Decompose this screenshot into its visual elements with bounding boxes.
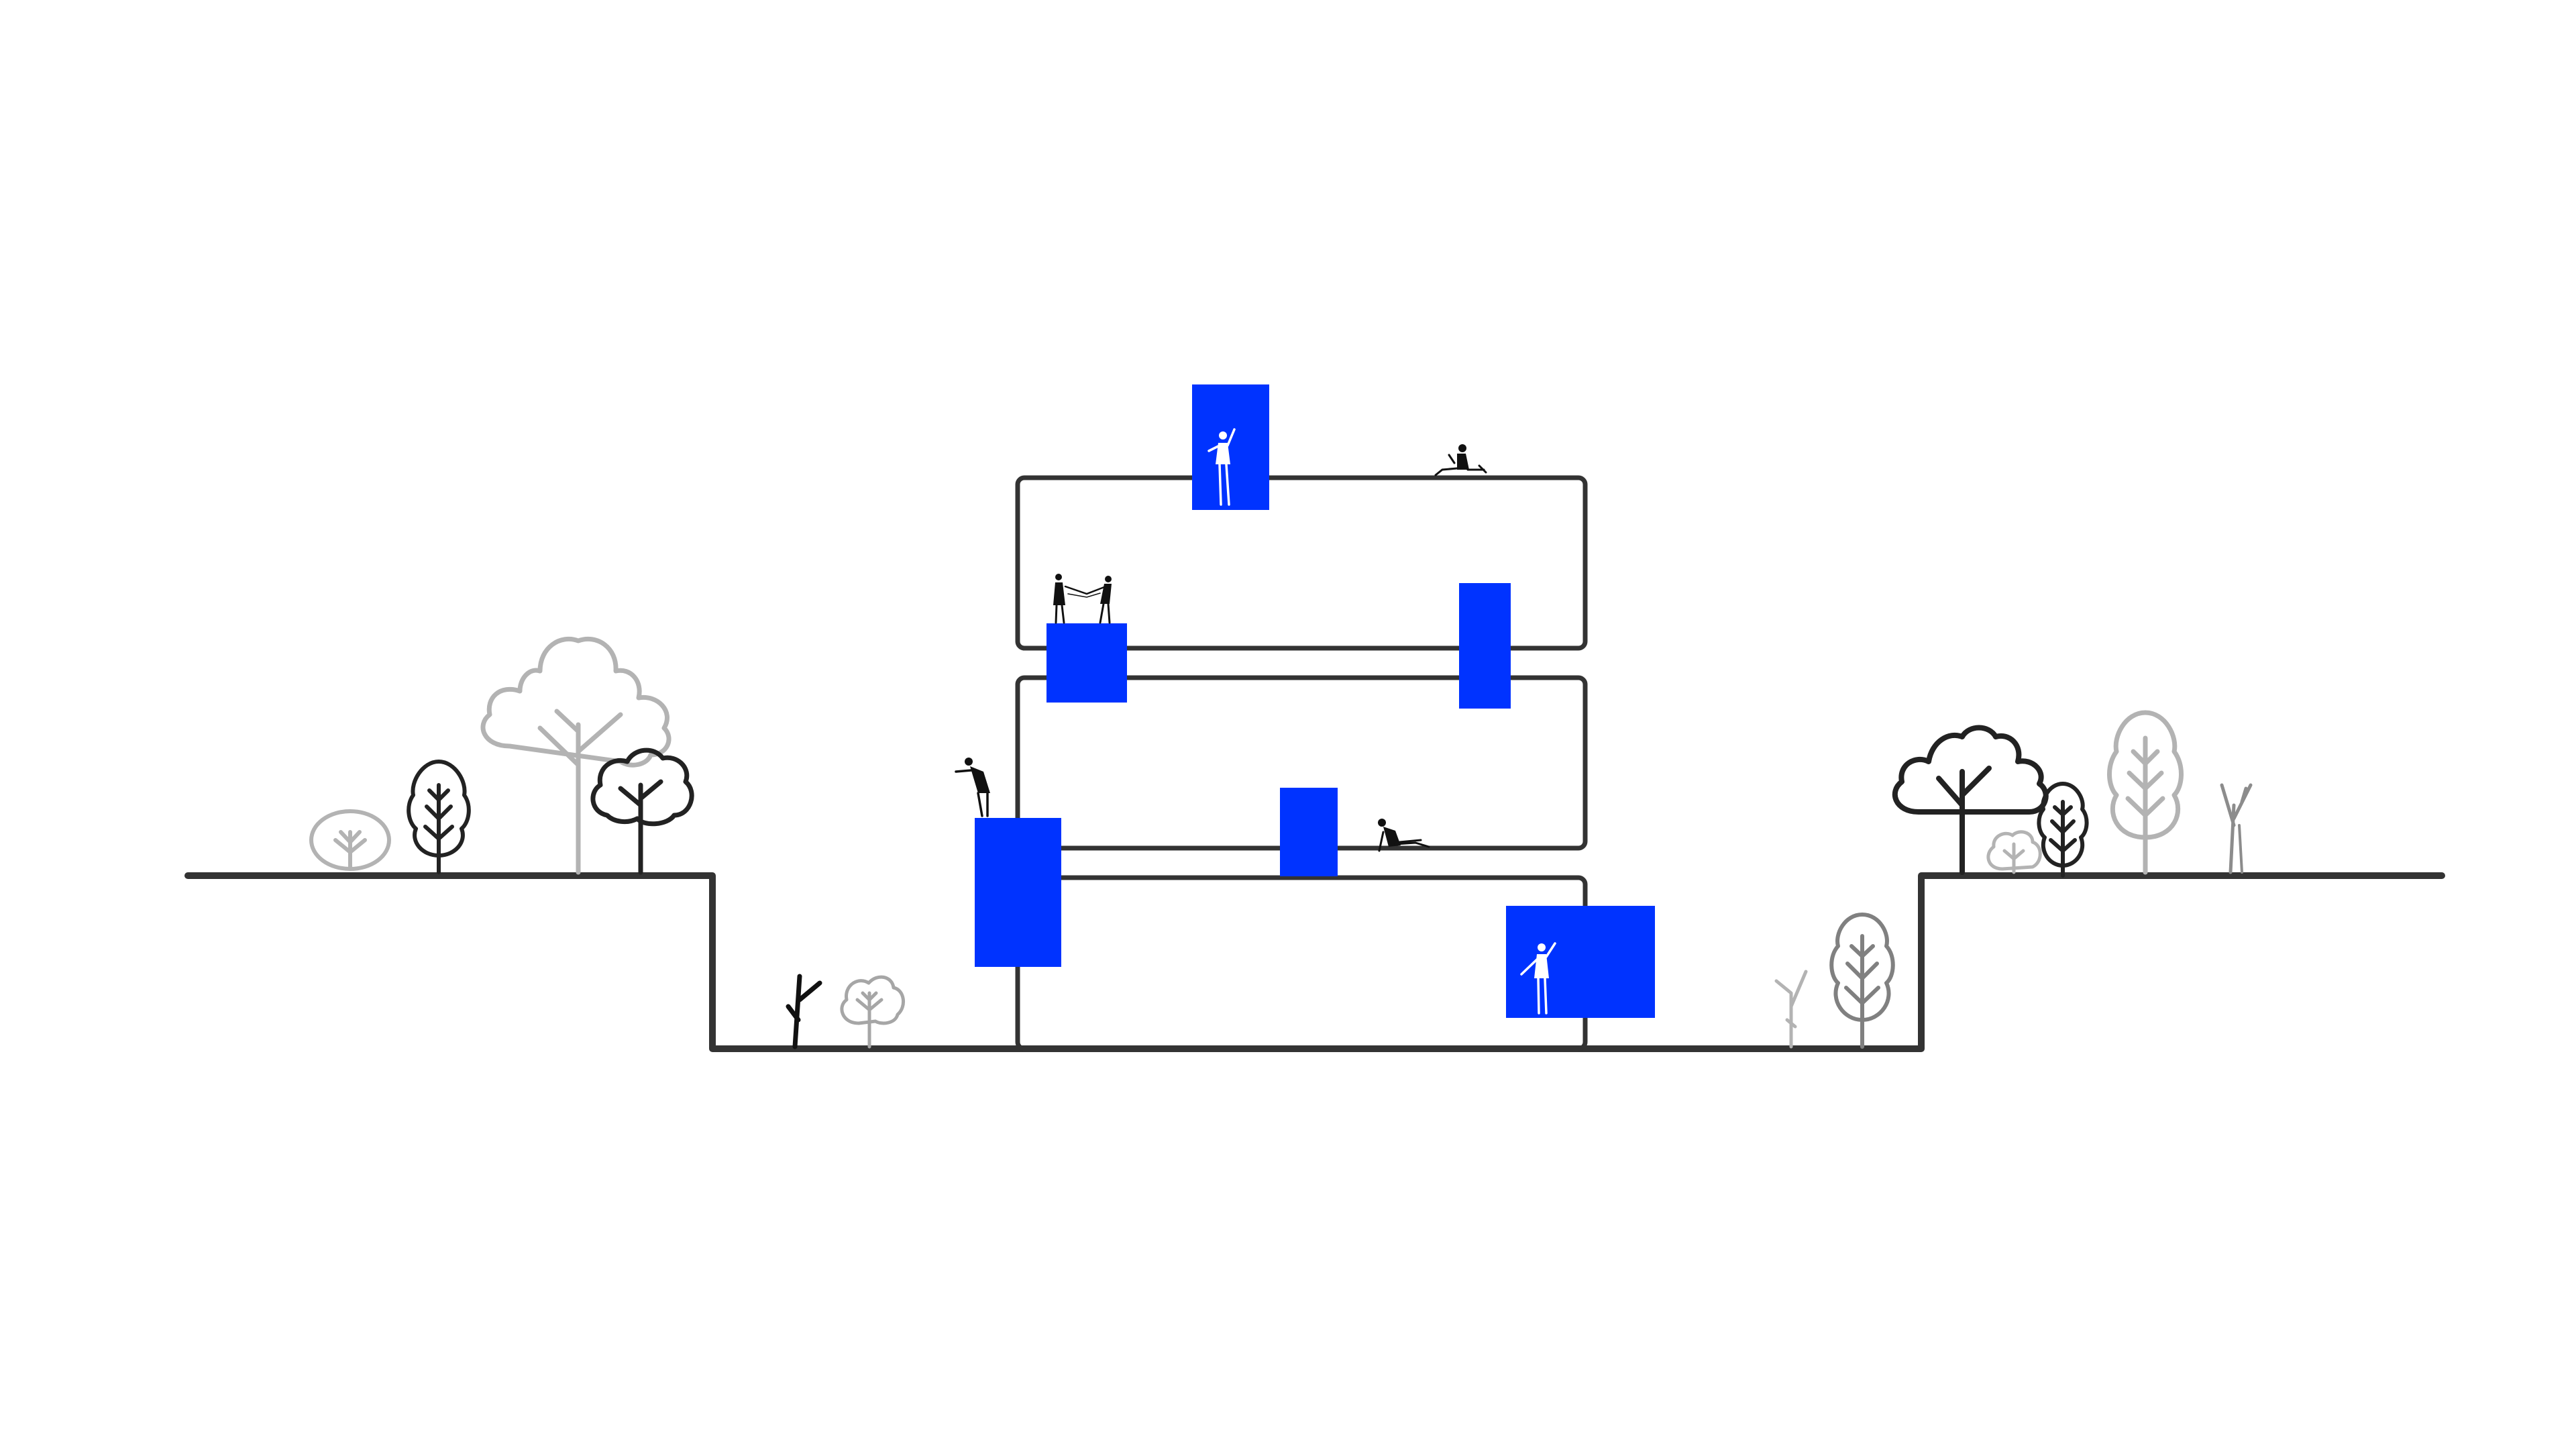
- bare-tree-icon: [2220, 783, 2253, 874]
- round-tree-icon: [590, 747, 694, 875]
- floor-bottom: [1015, 875, 1588, 1051]
- bare-tree-icon: [786, 974, 822, 1049]
- crouching-figure-icon: [955, 758, 990, 817]
- pine-tree-icon: [407, 760, 471, 874]
- round-bush-icon: [840, 975, 905, 1049]
- trees-left-pit: [786, 974, 905, 1049]
- floor-top: [1015, 475, 1588, 651]
- trees-right-upper: [1892, 710, 2253, 878]
- trees-right-pit: [1774, 913, 1895, 1049]
- round-bush-icon: [1986, 830, 2042, 874]
- reclining-figure-icon: [1378, 819, 1430, 852]
- ground-line: [184, 872, 2445, 1052]
- standing-figure-icon: [1520, 942, 1556, 1015]
- sitting-figure-icon: [1434, 444, 1487, 476]
- roof-pavilion-block: [1192, 384, 1269, 510]
- pine-tree-icon: [2107, 710, 2184, 875]
- middle-floor-block: [1280, 788, 1338, 876]
- pine-tree-icon: [2037, 782, 2089, 878]
- standing-figure-icon: [1208, 428, 1236, 506]
- trees-left-upper: [309, 636, 694, 875]
- building: [1015, 475, 1588, 1051]
- round-bush-icon: [309, 809, 391, 871]
- cloud-tree-icon: [1892, 725, 2049, 875]
- pair-with-sheet-icon: [1053, 574, 1112, 624]
- top-floor-right-block: [1459, 583, 1511, 709]
- top-floor-left-block: [1046, 623, 1127, 703]
- cantilever-left-block: [975, 818, 1061, 967]
- blue-volumes: [975, 384, 1655, 1018]
- bare-tree-icon: [1774, 970, 1808, 1049]
- cloud-tree-icon: [480, 636, 672, 875]
- pine-tree-icon: [1829, 913, 1895, 1049]
- ground-floor-right-block: [1506, 906, 1655, 1018]
- people: [955, 428, 1556, 1015]
